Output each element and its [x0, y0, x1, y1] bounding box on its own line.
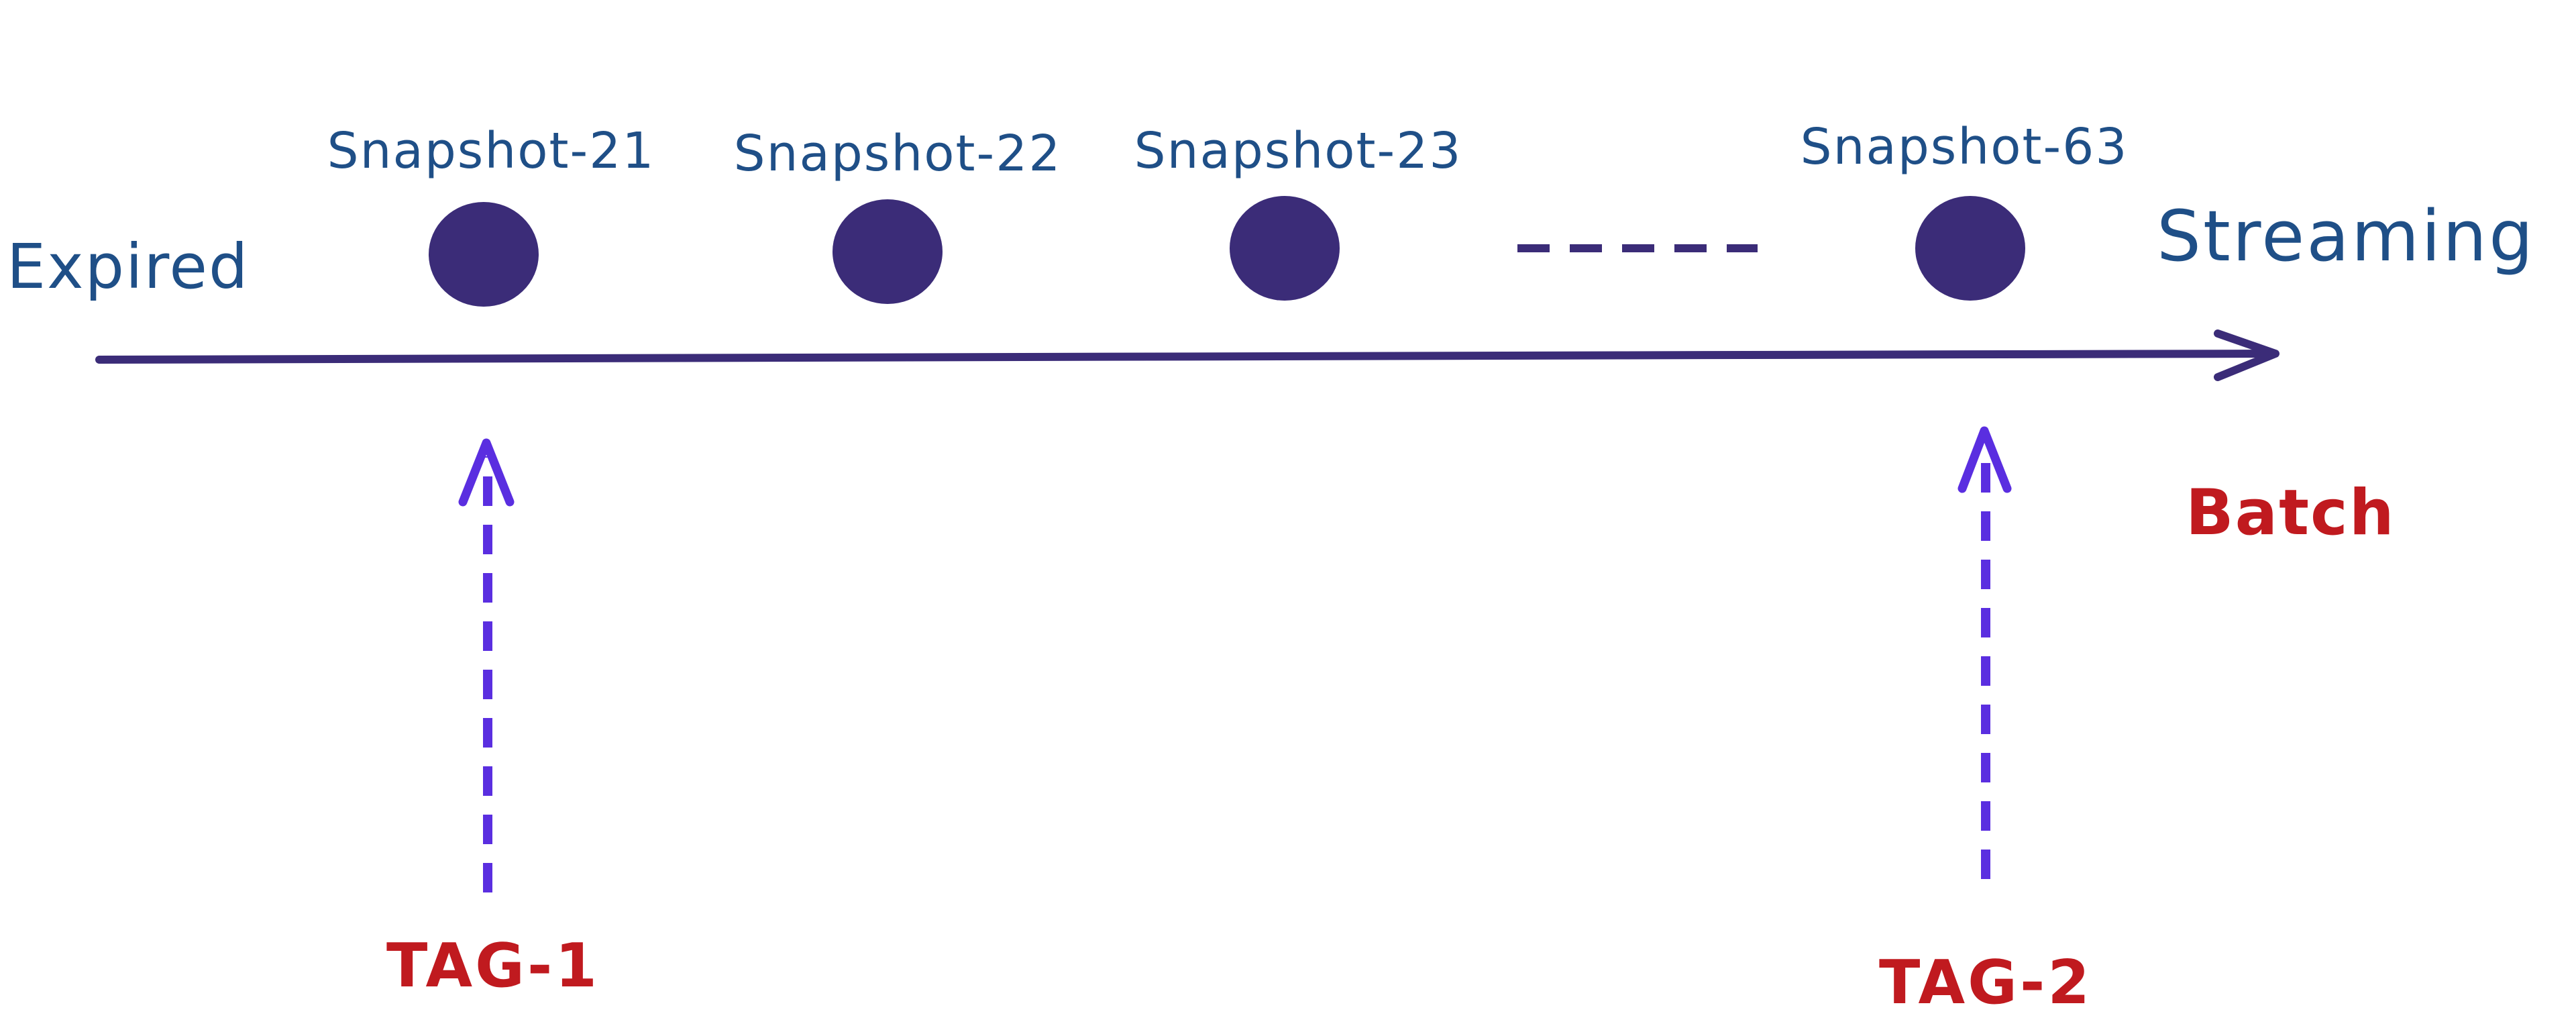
- snapshot-label-63: Snapshot-63: [1800, 118, 2129, 176]
- tag-1-label: TAG-1: [386, 931, 600, 1001]
- snapshot-label-22: Snapshot-22: [733, 125, 1062, 183]
- timeline-line: [95, 350, 2271, 364]
- timeline-arrowhead: [2214, 329, 2279, 381]
- snapshot-dot-63: [1915, 196, 2025, 301]
- streaming-label: Streaming: [2157, 195, 2536, 277]
- snapshot-dot-21: [429, 202, 539, 307]
- snapshot-label-23: Snapshot-23: [1134, 122, 1462, 180]
- tag-2-arrowhead: [1957, 426, 2012, 493]
- tag-2-label: TAG-2: [1879, 947, 2092, 1018]
- snapshot-dot-23: [1230, 196, 1340, 301]
- tag-1-arrowhead: [458, 438, 515, 507]
- batch-label: Batch: [2186, 476, 2396, 550]
- expired-label: Expired: [7, 231, 250, 303]
- snapshot-dot-22: [833, 199, 943, 304]
- snapshot-label-21: Snapshot-21: [327, 122, 655, 180]
